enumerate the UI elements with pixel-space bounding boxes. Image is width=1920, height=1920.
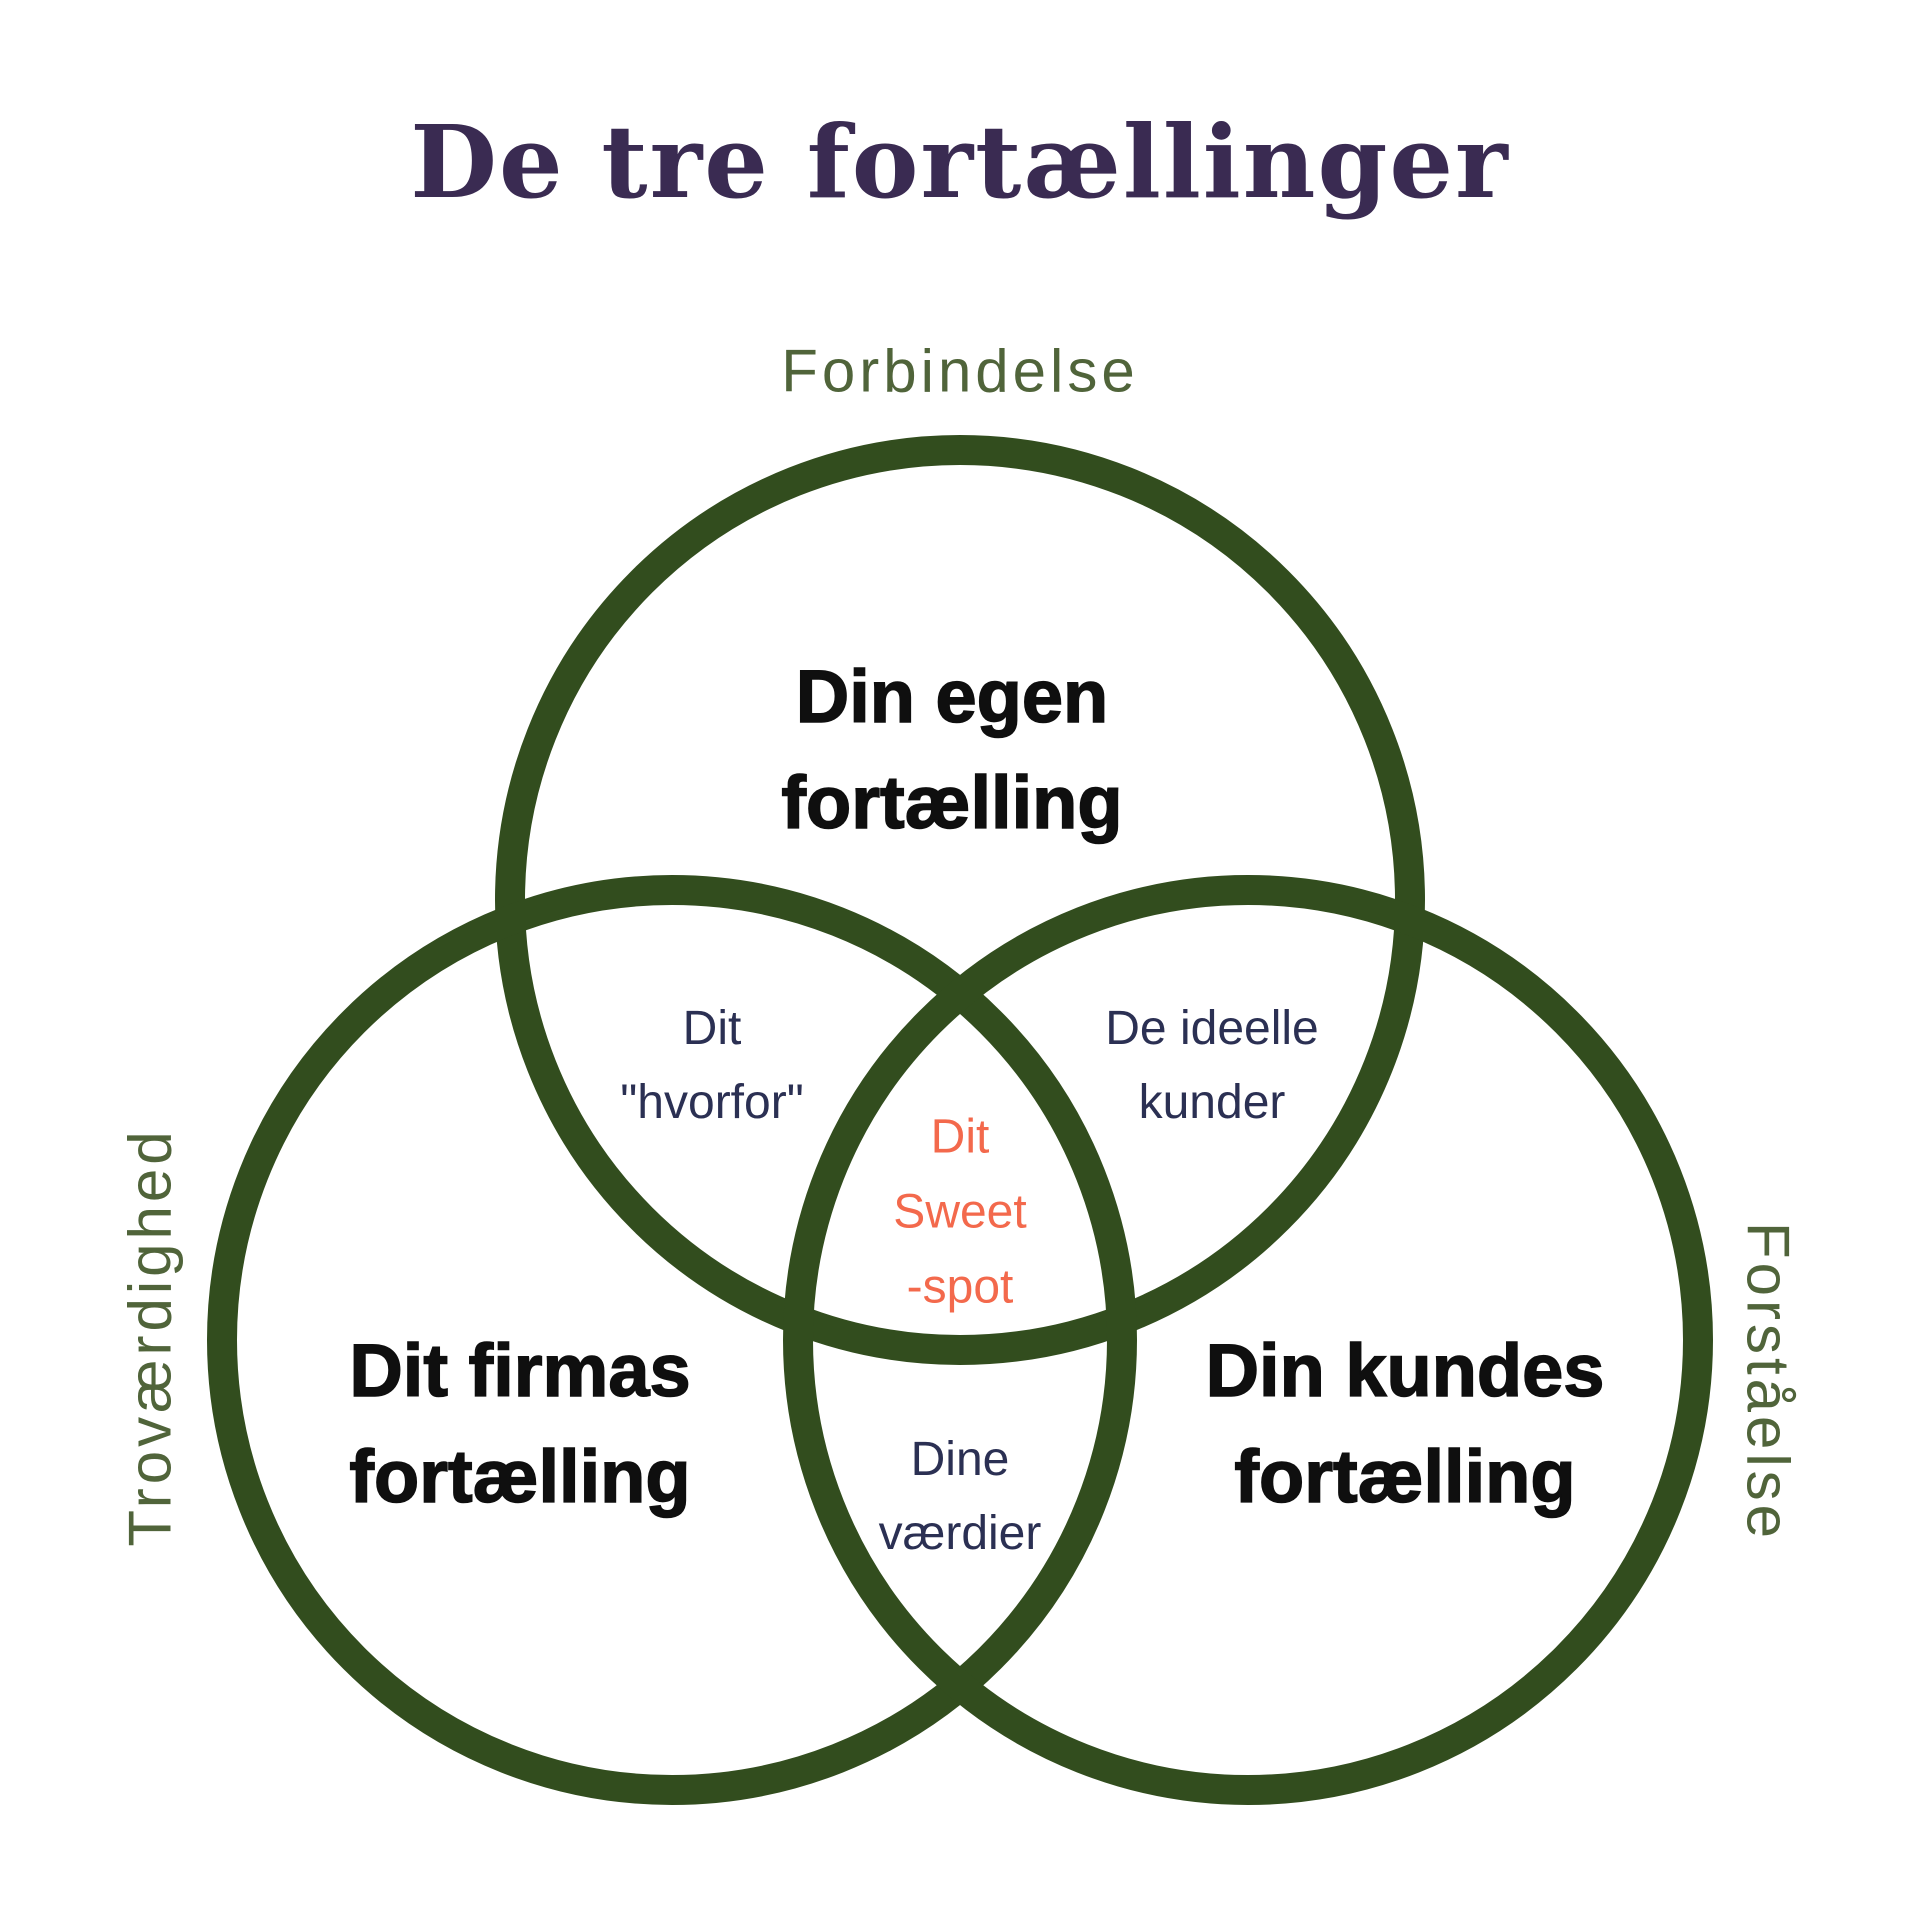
venn-circle-customer-story bbox=[783, 875, 1713, 1805]
label-line: Dit bbox=[682, 1002, 742, 1055]
label-line: Din kundes bbox=[1205, 1328, 1605, 1413]
venn-circle-own-story bbox=[495, 435, 1425, 1365]
label-line: fortælling bbox=[349, 1434, 692, 1519]
label-line: værdier bbox=[878, 1507, 1042, 1560]
label-line: kunder bbox=[1138, 1076, 1286, 1129]
overlap-label-ideelle-kunder: De ideelle kunder bbox=[1105, 992, 1318, 1140]
label-line: De ideelle bbox=[1105, 1002, 1319, 1055]
outer-label-forbindelse: Forbindelse bbox=[781, 337, 1139, 405]
venn-circle-company-story bbox=[207, 875, 1137, 1805]
label-line: fortælling bbox=[781, 760, 1124, 845]
circle-label-company-story: Dit firmas fortælling bbox=[349, 1318, 692, 1530]
label-line: Dit bbox=[930, 1110, 990, 1164]
label-line: "hvorfor" bbox=[620, 1076, 804, 1129]
label-line: fortælling bbox=[1234, 1434, 1577, 1519]
label-line: Dine bbox=[910, 1433, 1010, 1486]
overlap-label-hvorfor: Dit "hvorfor" bbox=[620, 992, 803, 1140]
label-line: Sweet bbox=[893, 1185, 1027, 1239]
overlap-label-dine-vaerdier: Dine værdier bbox=[879, 1423, 1042, 1571]
page-title: De tre fortællinger bbox=[410, 103, 1510, 221]
label-line: -spot bbox=[906, 1260, 1014, 1314]
label-line: Din egen bbox=[795, 654, 1109, 739]
circle-label-own-story: Din egen fortælling bbox=[781, 644, 1124, 856]
circle-label-customer-story: Din kundes fortælling bbox=[1205, 1318, 1605, 1530]
overlap-label-sweet-spot: Dit Sweet -spot bbox=[893, 1100, 1026, 1325]
label-line: Dit firmas bbox=[349, 1328, 692, 1413]
